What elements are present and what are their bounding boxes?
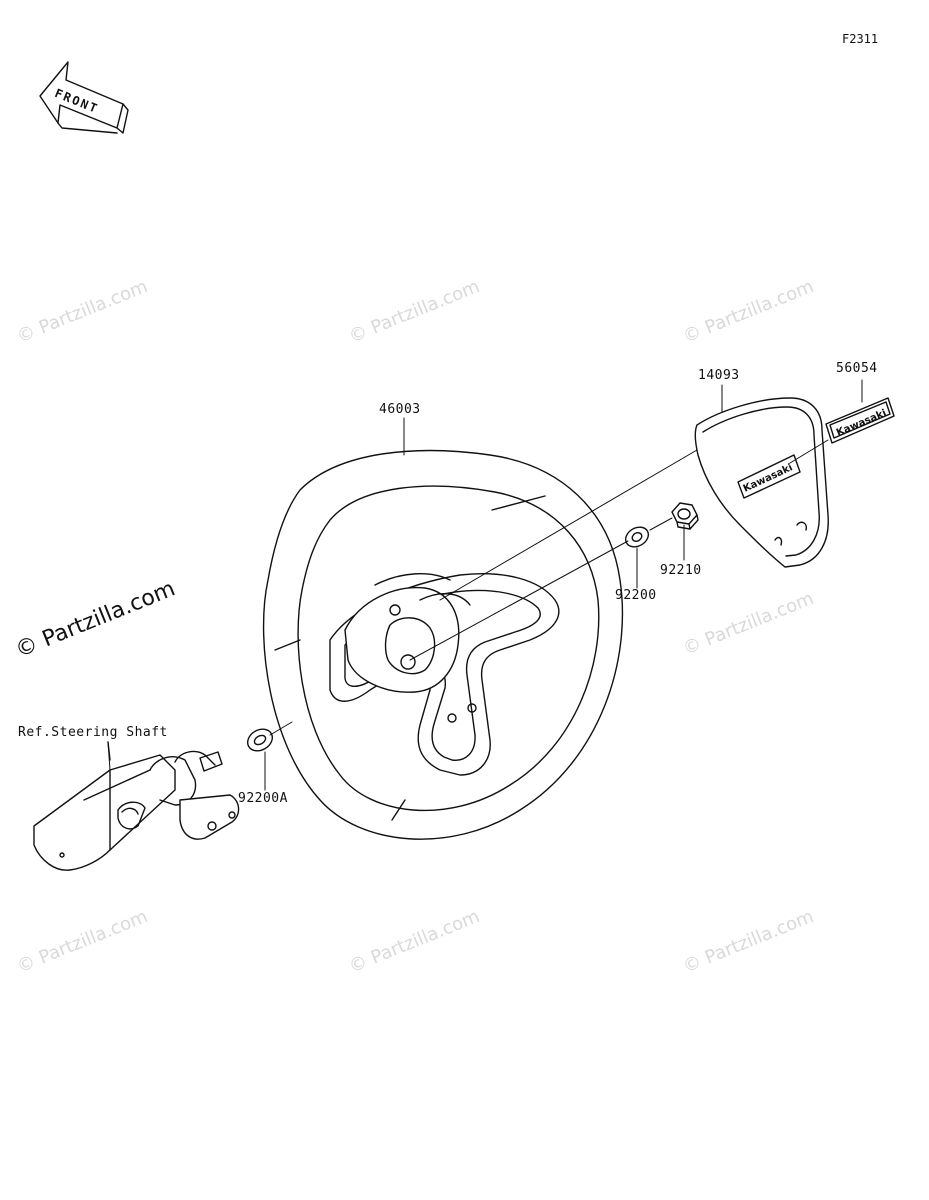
nut-92210 bbox=[671, 502, 699, 530]
steering-wheel bbox=[262, 449, 624, 840]
front-arrow-icon bbox=[39, 61, 129, 134]
callout-14093: 14093 bbox=[698, 368, 740, 383]
callout-92200: 92200 bbox=[615, 588, 657, 603]
callout-46003: 46003 bbox=[379, 402, 421, 417]
figure-code: F2311 bbox=[842, 32, 879, 46]
callout-92210: 92210 bbox=[660, 563, 702, 578]
steering-shaft bbox=[33, 741, 240, 871]
leader-lines bbox=[107, 379, 863, 791]
callout-ref-steering-shaft: Ref.Steering Shaft bbox=[18, 725, 168, 740]
washer-92200 bbox=[624, 526, 650, 548]
emblem: Kawasaki bbox=[825, 397, 895, 444]
callout-92200a: 92200A bbox=[238, 791, 288, 806]
callout-56054: 56054 bbox=[836, 361, 878, 376]
horn-pad: Kawasaki bbox=[694, 397, 829, 568]
washer-92200a bbox=[246, 728, 274, 752]
